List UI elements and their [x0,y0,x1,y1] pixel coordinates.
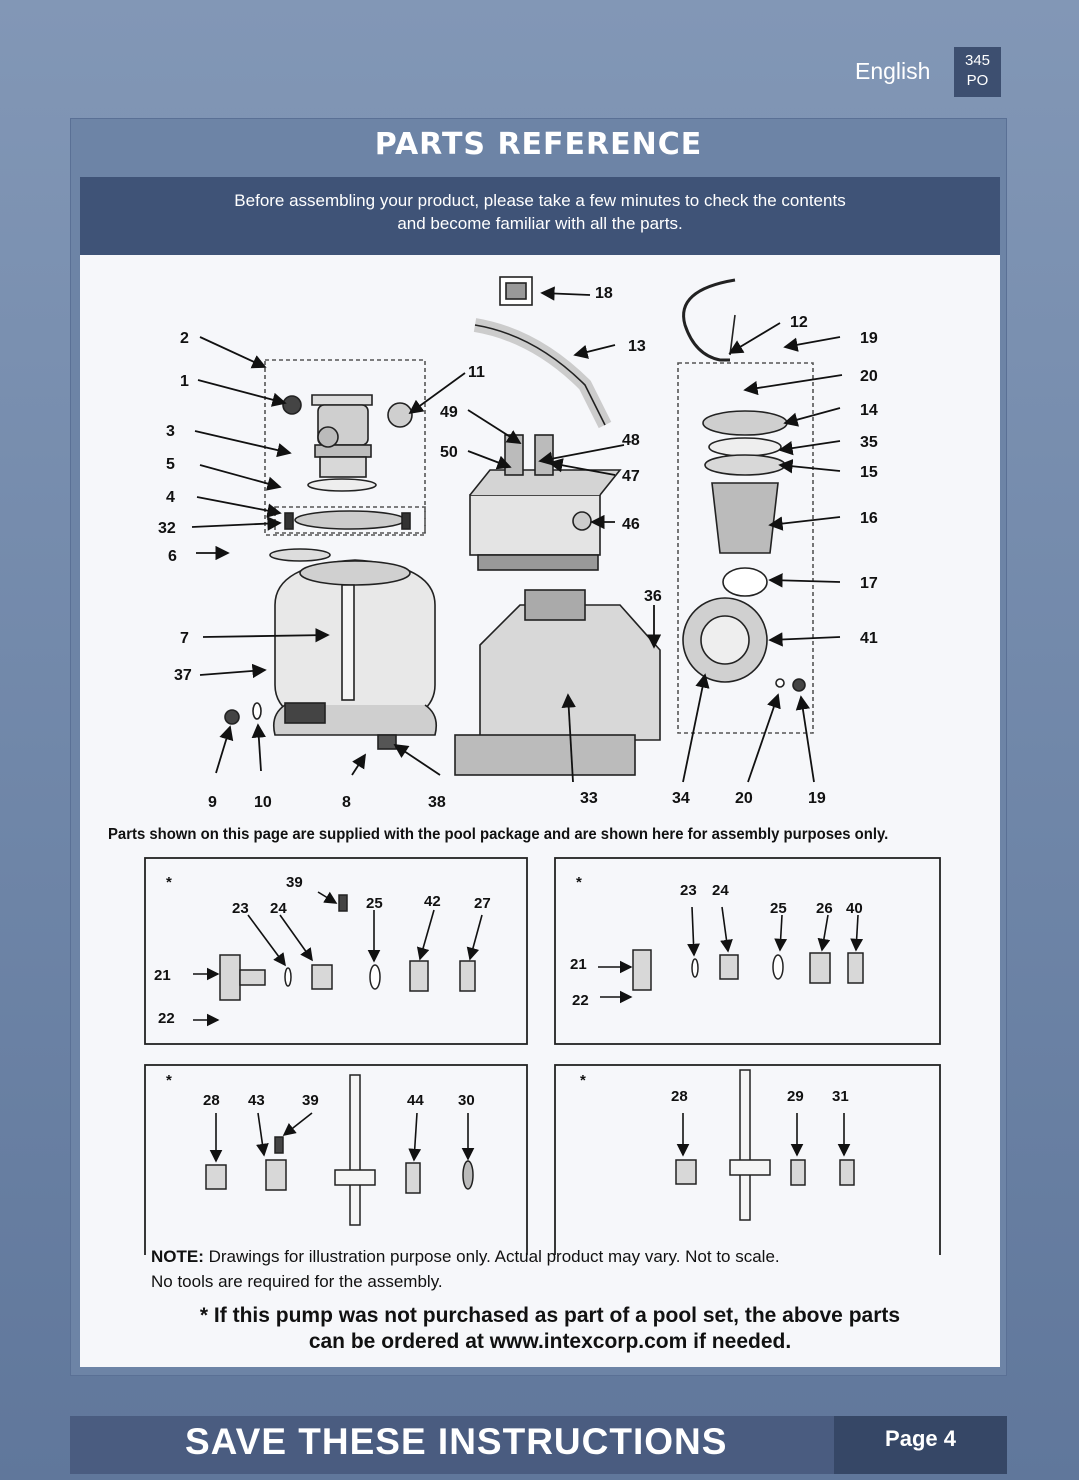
no-tools-note: No tools are required for the assembly. [151,1272,443,1291]
svg-text:48: 48 [622,432,640,449]
svg-text:25: 25 [770,900,787,917]
svg-text:40: 40 [846,900,863,917]
svg-text:50: 50 [440,444,458,461]
note-label: NOTE: [151,1247,204,1266]
svg-text:11: 11 [468,364,485,381]
svg-text:41: 41 [860,630,878,647]
svg-text:9: 9 [208,794,217,811]
svg-text:*: * [576,874,582,891]
section-title: PARTS REFERENCE [374,127,703,162]
svg-text:33: 33 [580,790,598,807]
model-code-line1: 345 [964,52,991,69]
supplied-parts-note: Parts shown on this page are supplied wi… [108,826,889,843]
svg-text:23: 23 [680,882,697,899]
svg-text:*: * [166,874,172,891]
svg-text:20: 20 [860,368,878,385]
svg-text:24: 24 [712,882,729,899]
svg-text:39: 39 [302,1092,319,1109]
svg-text:14: 14 [860,402,878,419]
svg-text:10: 10 [254,794,272,811]
order-line-2: can be ordered at www.intexcorp.com if n… [308,1330,792,1353]
svg-text:20: 20 [735,790,753,807]
svg-text:16: 16 [860,510,878,527]
svg-text:31: 31 [832,1088,849,1105]
order-line-1: * If this pump was not purchased as part… [199,1304,901,1327]
svg-text:37: 37 [174,667,192,684]
svg-text:39: 39 [286,874,303,891]
svg-text:*: * [580,1072,586,1089]
exploded-parts-diagram: 2 1 3 5 4 32 6 7 37 9 10 8 38 18 11 13 4… [144,276,941,1255]
svg-text:43: 43 [248,1092,265,1109]
svg-text:28: 28 [671,1088,688,1105]
intro-line-2: and become familiar with all the parts. [397,214,683,233]
svg-text:26: 26 [816,900,833,917]
svg-text:22: 22 [572,992,589,1009]
svg-text:6: 6 [168,548,177,565]
svg-text:17: 17 [860,575,878,592]
svg-text:1: 1 [180,373,189,390]
svg-text:12: 12 [790,314,808,331]
svg-text:3: 3 [166,423,175,440]
svg-text:32: 32 [158,520,176,537]
svg-text:35: 35 [860,434,878,451]
svg-text:19: 19 [860,330,878,347]
language-label: English [855,58,931,84]
order-parts-note: * If this pump was not purchased as part… [110,1303,990,1355]
note-text: Drawings for illustration purpose only. … [203,1247,780,1266]
svg-text:*: * [166,1072,172,1089]
svg-text:22: 22 [158,1010,175,1027]
svg-text:8: 8 [342,794,351,811]
page-number: Page 4 [834,1416,1007,1474]
intro-text: Before assembling your product, please t… [80,177,1000,255]
svg-text:19: 19 [808,790,826,807]
svg-text:42: 42 [424,893,441,910]
svg-text:49: 49 [440,404,458,421]
illustration-note: NOTE: Drawings for illustration purpose … [151,1247,780,1267]
intro-line-1: Before assembling your product, please t… [234,191,846,210]
svg-text:15: 15 [860,464,878,481]
svg-text:24: 24 [270,900,287,917]
svg-text:23: 23 [232,900,249,917]
svg-text:36: 36 [644,588,662,605]
svg-text:2: 2 [180,330,189,347]
svg-text:25: 25 [366,895,383,912]
svg-text:21: 21 [570,956,587,973]
svg-text:27: 27 [474,895,491,912]
svg-text:18: 18 [595,285,613,302]
svg-text:30: 30 [458,1092,475,1109]
svg-text:28: 28 [203,1092,220,1109]
svg-text:5: 5 [166,456,175,473]
svg-text:7: 7 [180,630,189,647]
model-code-badge: 345 PO [954,47,1001,97]
svg-text:29: 29 [787,1088,804,1105]
svg-text:21: 21 [154,967,171,984]
svg-text:34: 34 [672,790,690,807]
svg-text:38: 38 [428,794,446,811]
svg-text:47: 47 [622,468,640,485]
svg-text:13: 13 [628,338,646,355]
model-code-line2: PO [966,72,989,89]
svg-text:4: 4 [166,489,175,506]
svg-text:46: 46 [622,516,640,533]
footer-title: SAVE THESE INSTRUCTIONS [185,1421,728,1462]
svg-text:44: 44 [407,1092,424,1109]
